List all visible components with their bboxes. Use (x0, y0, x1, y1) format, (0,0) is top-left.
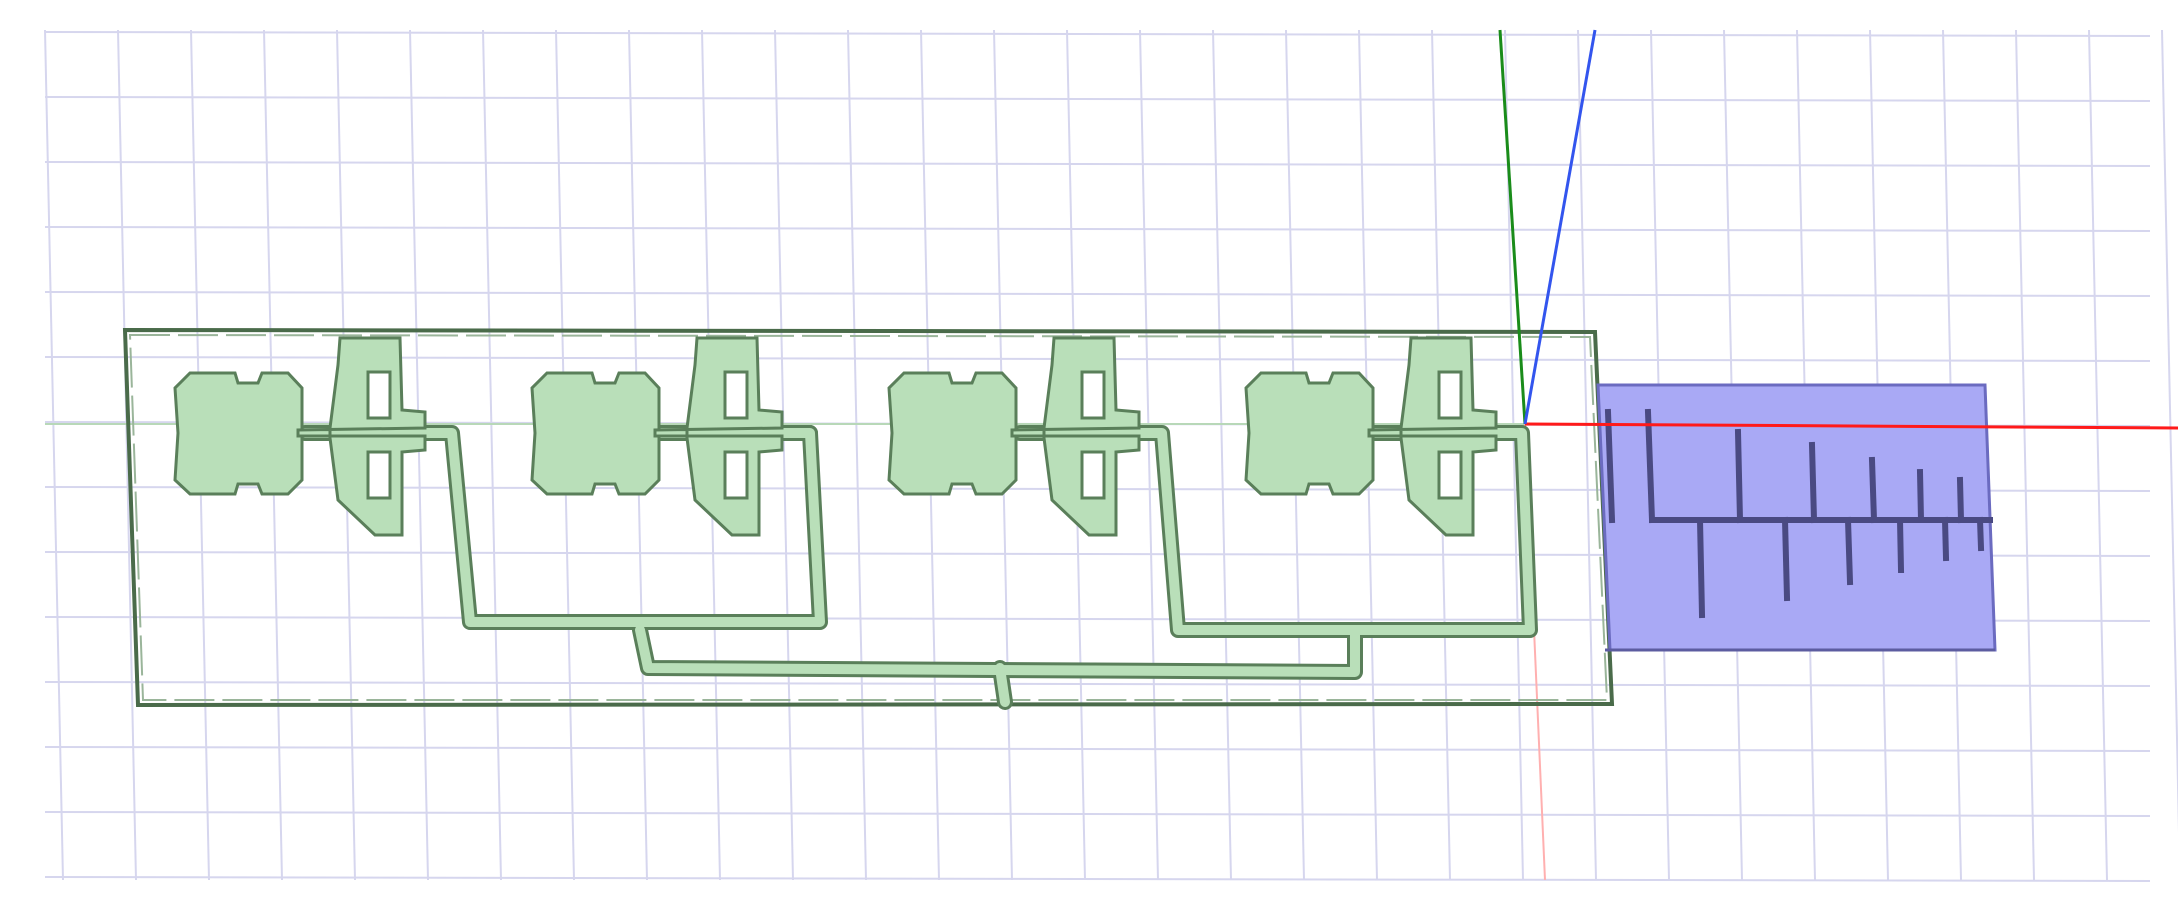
radiating-patch[interactable] (1244, 371, 1375, 496)
grid-line (44, 746, 2151, 752)
coupling-block[interactable] (1367, 336, 1498, 537)
grid-line (482, 29, 502, 881)
coupling-slot (366, 450, 392, 500)
coupling-slot (1080, 370, 1106, 420)
grid-line (1212, 29, 1232, 881)
grid-line (847, 29, 867, 881)
grid-line (44, 29, 64, 881)
coupling-slot (1437, 370, 1463, 420)
port-stub-lines (1604, 408, 1993, 619)
grid-line (2161, 29, 2178, 833)
grid-line (2015, 29, 2035, 881)
coupling-slot (723, 450, 749, 500)
coupling-block[interactable] (1010, 336, 1141, 537)
coupling-slot (1080, 450, 1106, 500)
antenna-element[interactable] (887, 336, 1141, 537)
grid-line (44, 681, 2151, 687)
grid-line (44, 226, 2151, 232)
coordinate-axes (1498, 29, 2178, 430)
patch-elements[interactable] (173, 336, 1498, 537)
grid-line (44, 96, 2151, 102)
substrate-outline[interactable] (122, 327, 1615, 708)
grid-line (2088, 29, 2108, 881)
feed-network[interactable] (297, 425, 1538, 710)
antenna-element[interactable] (1244, 336, 1498, 537)
grid-line (117, 29, 137, 881)
antenna-element[interactable] (173, 336, 427, 537)
antenna-element[interactable] (530, 336, 784, 537)
coupling-slot (1437, 450, 1463, 500)
grid-line (44, 811, 2151, 817)
coupling-slot (366, 370, 392, 420)
grid-line (1139, 29, 1159, 881)
grid-line (1577, 29, 1597, 881)
coupling-slot (723, 370, 749, 420)
y-axis-line (1498, 29, 1527, 425)
grid-line (44, 31, 2151, 37)
x-axis-line (1524, 422, 2178, 430)
grid-line (44, 161, 2151, 167)
grid-line (44, 876, 2151, 882)
radiating-patch[interactable] (887, 371, 1018, 496)
grid-line (774, 29, 794, 881)
grid-line (409, 29, 429, 881)
radiating-patch[interactable] (173, 371, 304, 496)
grid-line (44, 291, 2151, 297)
coupling-block[interactable] (296, 336, 427, 537)
port-sheet[interactable] (1596, 383, 1997, 652)
z-axis-line (1523, 29, 1597, 425)
radiating-patch[interactable] (530, 371, 661, 496)
coupling-block[interactable] (653, 336, 784, 537)
